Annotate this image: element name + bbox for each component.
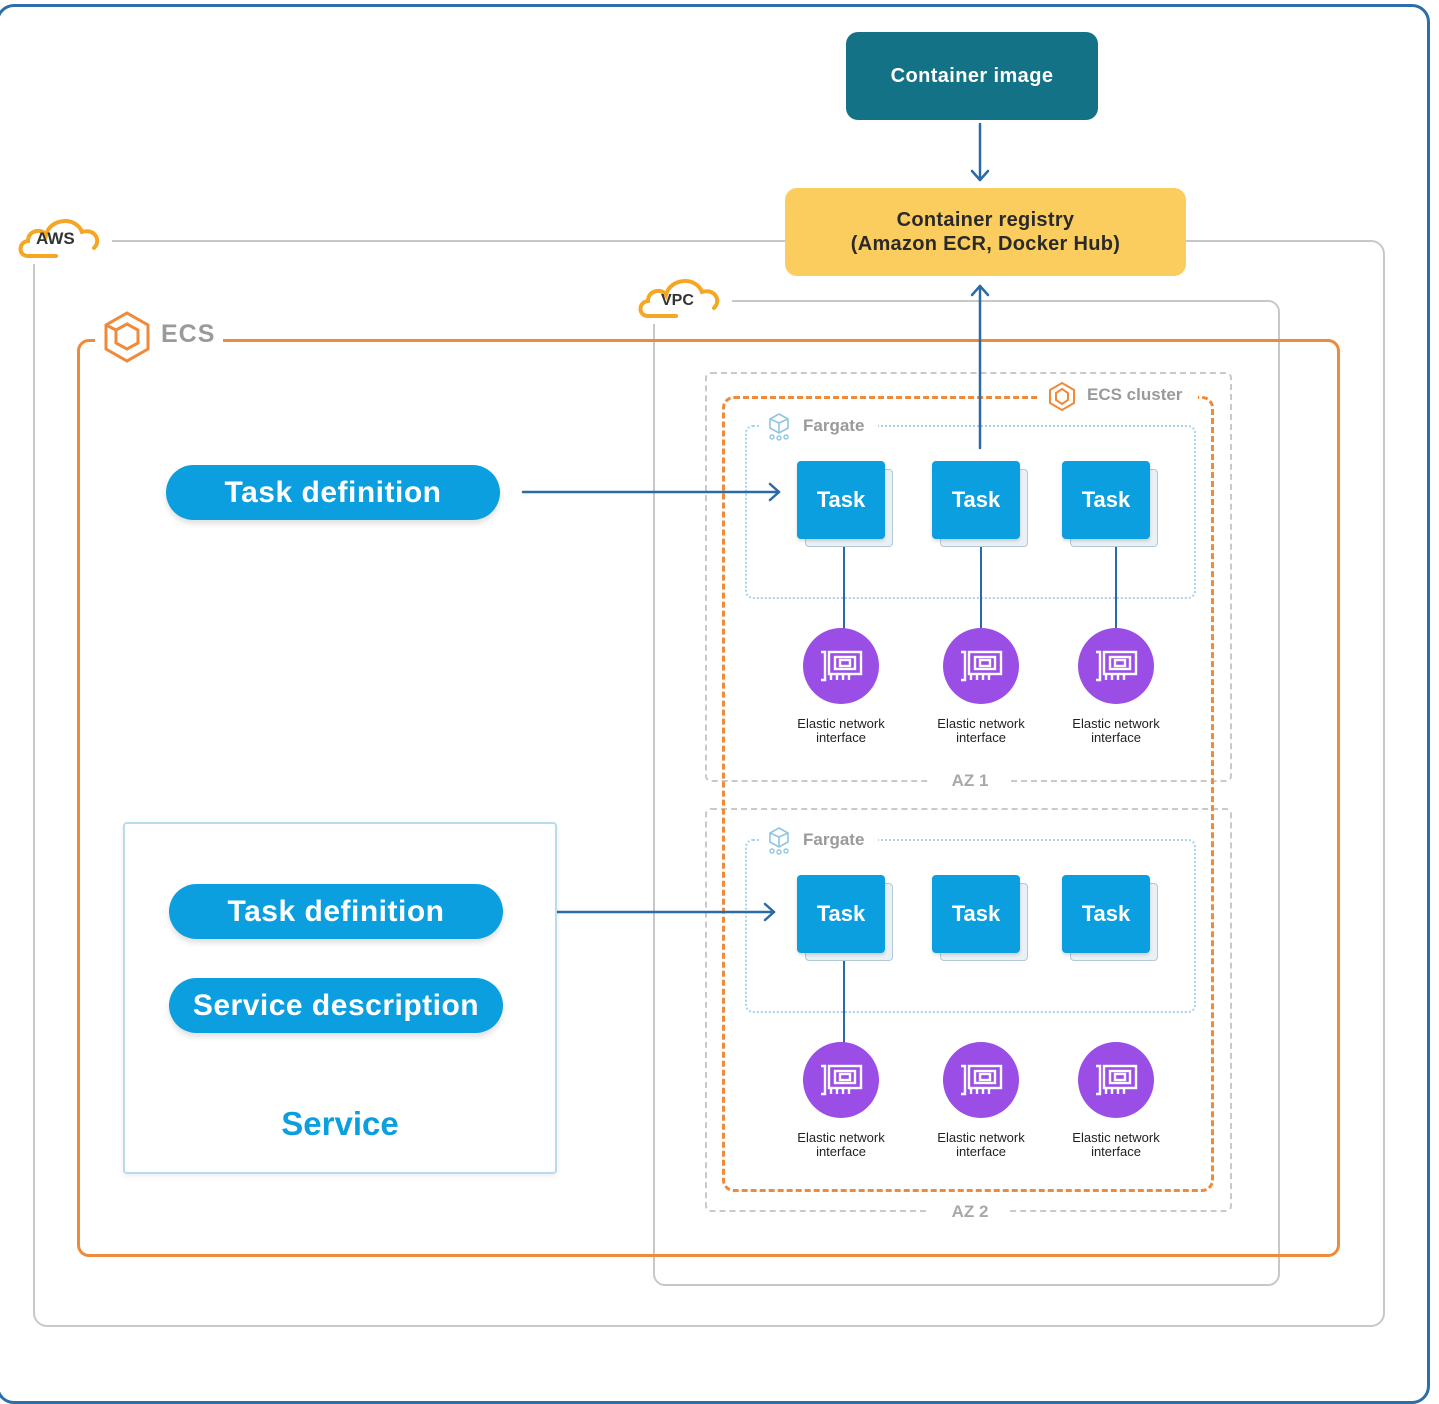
eni-label: Elastic network interface — [776, 1131, 906, 1159]
eni-label: Elastic network interface — [776, 717, 906, 745]
network-card-icon — [961, 650, 1003, 682]
eni-label-line1: Elastic network — [797, 1130, 885, 1145]
eni-label-line2: interface — [816, 1144, 866, 1159]
container-registry-line1: Container registry — [896, 209, 1075, 231]
container-registry-box: Container registry (Amazon ECR, Docker H… — [785, 188, 1186, 276]
fargate-boundary-az1 — [745, 425, 1196, 599]
elastic-network-interface-icon — [1078, 628, 1154, 704]
container-registry-line2: (Amazon ECR, Docker Hub) — [850, 233, 1121, 255]
service-title: Service — [281, 1105, 399, 1142]
eni-label: Elastic network interface — [1051, 1131, 1181, 1159]
vpc-boundary — [653, 300, 1280, 1286]
task-card: Task — [1062, 461, 1158, 547]
task-card: Task — [797, 875, 893, 961]
aws-cloud-icon — [18, 219, 100, 258]
task-definition-pill: Task definition — [166, 465, 500, 520]
az2-label: AZ 2 — [930, 1202, 1010, 1222]
network-card-icon — [961, 1064, 1003, 1096]
elastic-network-interface-icon — [1078, 1042, 1154, 1118]
ecs-cluster-boundary — [722, 396, 1214, 1192]
task-label: Task — [932, 875, 1020, 953]
network-card-icon — [821, 650, 863, 682]
task-card: Task — [932, 875, 1028, 961]
eni-label-line2: interface — [816, 730, 866, 745]
service-task-definition-label: Task definition — [227, 894, 445, 928]
eni-label-line2: interface — [1091, 1144, 1141, 1159]
task-label: Task — [1062, 875, 1150, 953]
elastic-network-interface-icon — [803, 628, 879, 704]
service-description-pill: Service description — [169, 978, 503, 1033]
task-card: Task — [932, 461, 1028, 547]
container-image-box: Container image — [846, 32, 1098, 120]
fargate-icon — [769, 413, 789, 441]
ecs-cluster-label: ECS cluster — [1087, 385, 1183, 404]
ecs-boundary — [77, 339, 1340, 1257]
elastic-network-interface-icon — [943, 628, 1019, 704]
connector-lines — [515, 122, 1117, 1044]
network-card-icon — [821, 1064, 863, 1096]
ecs-hexagon-icon — [104, 311, 150, 363]
fargate-label-az2: Fargate — [803, 830, 865, 849]
eni-label: Elastic network interface — [916, 1131, 1046, 1159]
service-task-definition-pill: Task definition — [169, 884, 503, 939]
aws-label: AWS — [36, 229, 75, 248]
eni-label: Elastic network interface — [916, 717, 1046, 745]
network-card-icon — [1096, 1064, 1138, 1096]
vpc-label-group — [636, 272, 732, 324]
task-label: Task — [797, 461, 885, 539]
fargate-label-az1: Fargate — [803, 416, 865, 435]
network-card-icon — [1096, 650, 1138, 682]
eni-label-line2: interface — [956, 730, 1006, 745]
eni-label-line1: Elastic network — [937, 716, 1025, 731]
eni-label-line1: Elastic network — [1072, 1130, 1160, 1145]
elastic-network-interface-icon — [943, 1042, 1019, 1118]
eni-label-line2: interface — [1091, 730, 1141, 745]
fargate-icon — [769, 827, 789, 855]
vpc-label: VPC — [661, 292, 694, 309]
container-image-label: Container image — [890, 64, 1054, 87]
ecs-cluster-icon — [1049, 381, 1075, 411]
eni-label-line2: interface — [956, 1144, 1006, 1159]
task-card: Task — [797, 461, 893, 547]
service-description-label: Service description — [192, 988, 480, 1022]
elastic-network-interface-icon — [803, 1042, 879, 1118]
task-label: Task — [932, 461, 1020, 539]
fargate-boundary-az2 — [745, 839, 1196, 1013]
eni-label-line1: Elastic network — [937, 1130, 1025, 1145]
aws-cloud-boundary — [33, 240, 1385, 1327]
task-definition-label: Task definition — [224, 475, 442, 509]
task-label: Task — [1062, 461, 1150, 539]
eni-label-line1: Elastic network — [1072, 716, 1160, 731]
task-card: Task — [1062, 875, 1158, 961]
aws-label-group — [16, 212, 112, 264]
task-label: Task — [797, 875, 885, 953]
eni-label: Elastic network interface — [1051, 717, 1181, 745]
eni-label-line1: Elastic network — [797, 716, 885, 731]
vpc-cloud-icon — [638, 279, 720, 318]
az1-label: AZ 1 — [930, 771, 1010, 791]
ecs-label: ECS — [161, 320, 216, 348]
